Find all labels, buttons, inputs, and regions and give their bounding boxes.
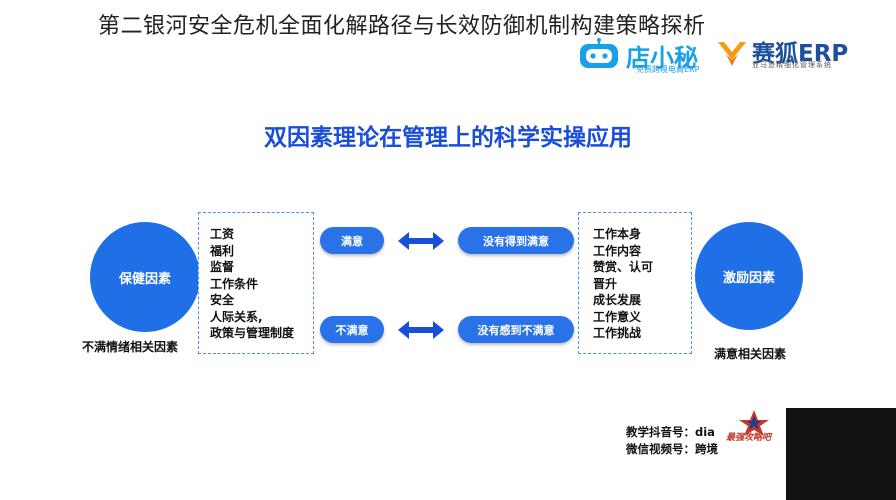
list-item: 工作意义 [593, 309, 642, 324]
list-item: 政策与管理制度 [210, 326, 295, 340]
hygiene-factors-label: 保健因素 [118, 271, 171, 287]
list-item: 成长发展 [593, 293, 642, 307]
list-item: 工作本身 [593, 227, 642, 241]
list-item: 人际关系, [210, 309, 263, 324]
fox-logo-icon [718, 42, 746, 66]
motivation-factors-label: 激励因素 [722, 270, 775, 286]
no-satisfaction-label: 没有得到满意 [483, 234, 549, 248]
list-item: 赞赏、认可 [593, 260, 654, 274]
motivation-factors-box: 工作本身 工作内容 赞赏、认可 晋升 成长发展 工作意义 工作挑战 [578, 212, 692, 354]
double-arrow-icon [398, 321, 444, 339]
satisfied-label: 满意 [341, 234, 363, 248]
no-dissatisfaction-label: 没有感到不满意 [477, 323, 555, 337]
list-item: 工作内容 [593, 243, 642, 258]
double-arrow-icon [398, 232, 444, 250]
no-dissatisfaction-pill: 没有感到不满意 [458, 316, 574, 343]
hygiene-factors-circle: 保健因素 [90, 222, 200, 332]
list-item: 福利 [210, 243, 235, 258]
list-item: 工资 [210, 227, 235, 241]
dissatisfied-pill: 不满意 [320, 316, 384, 343]
douyin-account: 教学抖音号：dia [626, 425, 715, 439]
page-headline: 第二银河安全危机全面化解路径与长效防御机制构建策略探析 [98, 14, 706, 39]
motivation-caption: 满意相关因素 [714, 347, 787, 361]
brand1-logo-text: 店小秘 [626, 44, 698, 72]
diagram-title: 双因素理论在管理上的科学实操应用 [264, 125, 632, 151]
list-item: 安全 [210, 293, 235, 307]
list-item: 晋升 [593, 276, 618, 291]
badge-label: 最强攻略吧 [726, 433, 772, 443]
list-item: 监督 [210, 260, 235, 274]
star-badge-icon [739, 410, 769, 436]
brand1-tagline: 免费跨境电商ERP [636, 65, 700, 74]
brand2-logo-text: 赛狐ERP [752, 41, 849, 67]
hygiene-factors-box: 工资 福利 监督 工作条件 安全 人际关系, 政策与管理制度 [198, 212, 314, 354]
list-item: 工作挑战 [593, 326, 642, 340]
wechat-video-account: 微信视频号：跨境 [626, 442, 718, 456]
dissatisfied-label: 不满意 [335, 323, 369, 337]
hygiene-caption: 不满情绪相关因素 [82, 340, 179, 354]
satisfied-pill: 满意 [320, 227, 384, 254]
motivation-factors-circle: 激励因素 [695, 222, 803, 330]
hygiene-factors-list: 工资 福利 监督 工作条件 安全 人际关系, 政策与管理制度 [199, 213, 313, 342]
footer-info: 教学抖音号：dia 微信视频号：跨境 [626, 424, 718, 458]
list-item: 工作条件 [210, 276, 259, 291]
dark-overlay-block [786, 408, 896, 500]
motivation-factors-list: 工作本身 工作内容 赞赏、认可 晋升 成长发展 工作意义 工作挑战 [579, 213, 691, 342]
no-satisfaction-pill: 没有得到满意 [458, 227, 574, 254]
brand2-tagline: 亚马逊精细化管理系统 [752, 61, 832, 69]
robot-logo-icon [580, 38, 618, 68]
